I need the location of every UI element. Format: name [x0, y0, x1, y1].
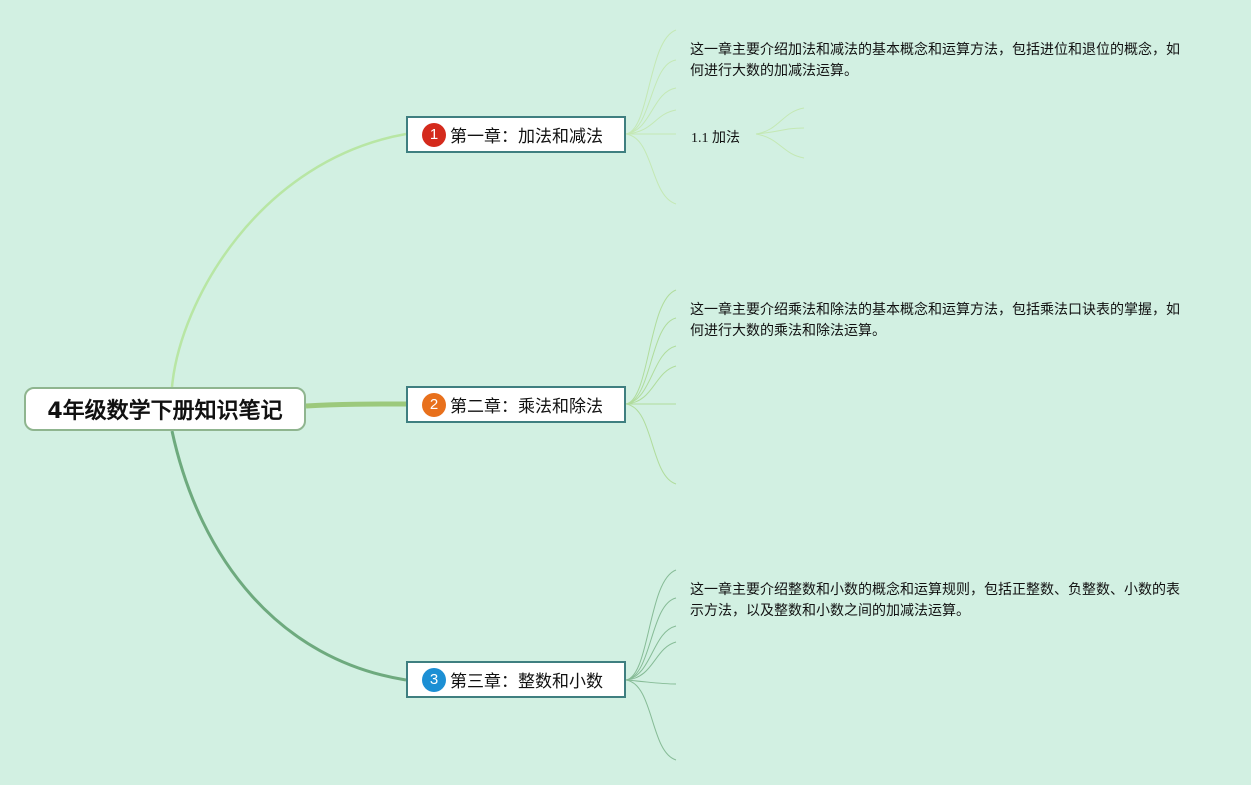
chapter-title: 第二章：乘法和除法	[450, 397, 603, 417]
chapter-3-fan	[625, 569, 677, 761]
subtopic-node-1-1[interactable]: 1.1 加法	[691, 127, 740, 147]
chapter-1-fan	[625, 29, 805, 205]
chapter-1-description[interactable]: 这一章主要介绍加法和减法的基本概念和运算方法，包括进位和退位的概念，如何进行大数…	[690, 40, 1190, 82]
branch-connector-1	[170, 132, 407, 388]
root-node[interactable]: 4年级数学下册知识笔记	[24, 387, 306, 431]
chapter-title: 第一章：加法和减法	[450, 127, 603, 147]
description-text: 这一章主要介绍乘法和除法的基本概念和运算方法，包括乘法口诀表的掌握，如何进行大数…	[690, 302, 1180, 339]
branch-connector-2	[305, 401, 407, 409]
branch-connector-3	[170, 430, 407, 682]
priority-badge-icon: 1	[422, 122, 446, 147]
description-text: 这一章主要介绍整数和小数的概念和运算规则，包括正整数、负整数、小数的表示方法，以…	[690, 582, 1180, 619]
description-text: 这一章主要介绍加法和减法的基本概念和运算方法，包括进位和退位的概念，如何进行大数…	[690, 42, 1180, 79]
chapter-2-description[interactable]: 这一章主要介绍乘法和除法的基本概念和运算方法，包括乘法口诀表的掌握，如何进行大数…	[690, 300, 1190, 342]
root-title: 4年级数学下册知识笔记	[47, 399, 283, 424]
chapter-title: 第三章：整数和小数	[450, 672, 603, 692]
chapter-node-3[interactable]: 3 第三章：整数和小数	[406, 661, 626, 698]
chapter-3-description[interactable]: 这一章主要介绍整数和小数的概念和运算规则，包括正整数、负整数、小数的表示方法，以…	[690, 580, 1190, 622]
subtopic-label: 1.1 加法	[691, 131, 740, 146]
chapter-node-2[interactable]: 2 第二章：乘法和除法	[406, 386, 626, 423]
chapter-2-fan	[625, 289, 677, 485]
priority-badge-icon: 2	[422, 392, 446, 417]
chapter-node-1[interactable]: 1 第一章：加法和减法	[406, 116, 626, 153]
priority-badge-icon: 3	[422, 667, 446, 692]
